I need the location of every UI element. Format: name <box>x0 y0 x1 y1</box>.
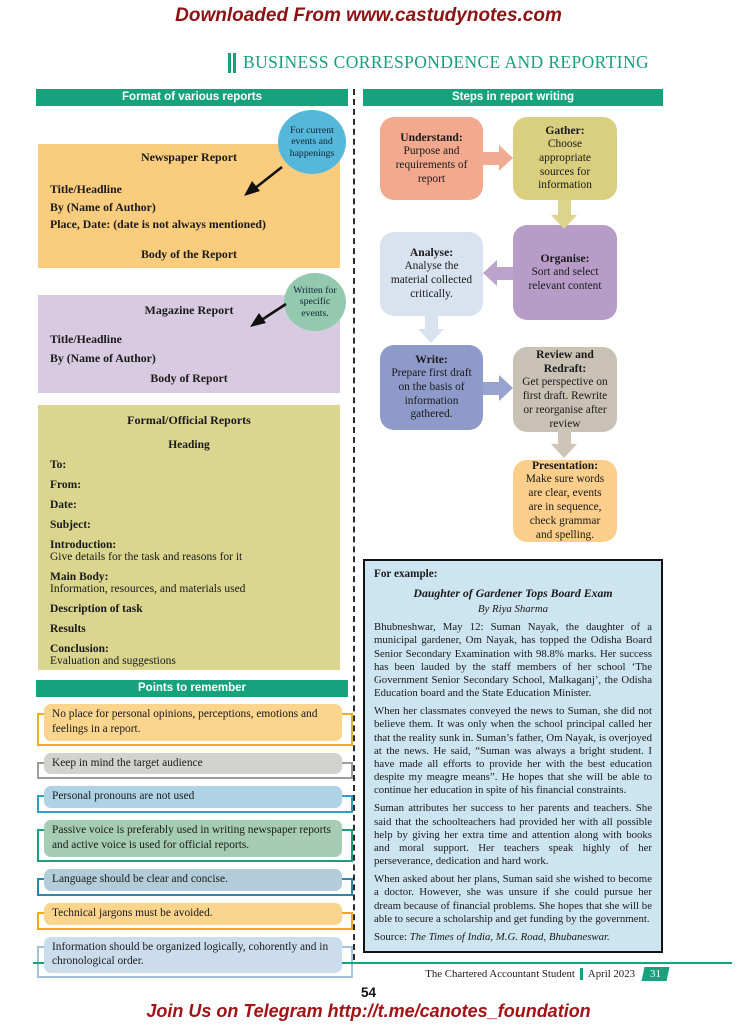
step-gather: Gather: Choose appropriate sources for i… <box>513 117 617 200</box>
point-item: Information should be organized logicall… <box>37 936 353 979</box>
newspaper-report-title: Newspaper Report <box>140 150 238 164</box>
footer-meta: The Chartered Accountant Student April 2… <box>363 967 670 981</box>
magazine-line-author: By (Name of Author) <box>50 351 156 366</box>
magazine-report-title: Magazine Report <box>144 303 234 317</box>
formal-field-subject: Subject: <box>50 519 91 531</box>
article-paragraph: Bhubneshwar, May 12: Suman Nayak, the da… <box>374 621 652 700</box>
article-byline: By Riya Sharma <box>477 603 549 616</box>
callout-arrow-icon <box>244 165 283 196</box>
arrow-right-icon <box>483 145 513 171</box>
magazine-report-section: Written for specific events. Magazine Re… <box>36 268 348 393</box>
formal-field-results: Results <box>50 623 86 635</box>
page-number: 54 <box>360 985 377 1000</box>
formal-field-date: Date: <box>50 499 77 511</box>
formal-field-introduction-desc: Give details for the task and reasons fo… <box>50 551 243 563</box>
article-headline: Daughter of Gardener Tops Board Exam <box>413 585 613 600</box>
newspaper-callout-bubble: For current events and happenings <box>278 110 346 174</box>
step-organise: Organise: Sort and select relevant conte… <box>513 225 617 320</box>
arrow-down-icon <box>551 200 577 229</box>
formal-field-to: To: <box>50 459 67 471</box>
example-label: For example: <box>374 568 438 580</box>
step-understand: Understand: Purpose and requirements of … <box>380 117 483 200</box>
newspaper-line-author: By (Name of Author) <box>50 199 156 214</box>
arrow-left-icon <box>483 260 513 286</box>
point-item: Technical jargons must be avoided. <box>37 902 353 930</box>
step-presentation: Presentation: Make sure words are clear,… <box>513 459 617 542</box>
journal-page-badge: 31 <box>641 967 670 981</box>
double-bar-icon <box>228 52 236 73</box>
step-write: Write: Prepare first draft on the basis … <box>380 345 483 430</box>
step-review-redraft: Review and Redraft: Get perspective on f… <box>513 347 617 432</box>
point-item: No place for personal opinions, percepti… <box>37 704 353 746</box>
callout-arrow-icon <box>250 302 287 327</box>
newspaper-line-place: Place, Date: (date is not always mention… <box>50 217 266 232</box>
step-analyse: Analyse: Analyse the material collected … <box>380 232 483 316</box>
chapter-title: BUSINESS CORRESPONDENCE AND REPORTING <box>243 52 650 72</box>
formal-field-from: From: <box>50 479 82 491</box>
column-divider <box>353 89 355 960</box>
article-paragraph: When her classmates conveyed the news to… <box>374 705 652 797</box>
newspaper-line-headline: Title/Headline <box>50 182 122 196</box>
arrow-down-icon <box>418 314 444 343</box>
formal-field-main-body-desc: Information, resources, and materials us… <box>50 583 246 595</box>
magazine-line-headline: Title/Headline <box>50 332 122 346</box>
formal-field-main-body: Main Body: Information, resources, and m… <box>50 571 328 595</box>
report-writing-flowchart: Understand: Purpose and requirements of … <box>363 106 663 553</box>
point-item: Passive voice is preferably used in writ… <box>37 820 353 862</box>
example-article-box: For example: Daughter of Gardener Tops B… <box>363 559 663 954</box>
points-to-remember-header: Points to remember <box>36 680 348 697</box>
magazine-callout-bubble: Written for specific events. <box>284 273 346 331</box>
journal-name: The Chartered Accountant Student <box>425 968 575 980</box>
formal-field-conclusion: Conclusion: Evaluation and suggestions <box>50 643 328 667</box>
newspaper-body-label: Body of the Report <box>140 247 237 262</box>
chapter-title-row: BUSINESS CORRESPONDENCE AND REPORTING <box>228 52 649 73</box>
magazine-body-label: Body of Report <box>150 370 228 385</box>
arrow-right-icon <box>483 375 513 401</box>
formal-report-title: Formal/Official Reports <box>127 413 251 427</box>
left-column-header: Format of various reports <box>36 89 348 106</box>
article-paragraph: Suman attributes her success to her pare… <box>374 802 652 868</box>
left-column: Format of various reports For current ev… <box>36 89 353 985</box>
formal-report-box: Formal/Official Reports Heading To: From… <box>38 405 340 670</box>
points-list: No place for personal opinions, percepti… <box>36 704 353 979</box>
formal-field-description: Description of task <box>50 603 143 615</box>
footer-rule <box>33 962 732 964</box>
newspaper-report-section: For current events and happenings Newspa… <box>36 106 348 268</box>
right-column-header: Steps in report writing <box>363 89 663 106</box>
issue-date: April 2023 <box>587 968 635 980</box>
arrow-down-icon <box>551 429 577 458</box>
point-item: Keep in mind the target audience <box>37 752 353 780</box>
article-paragraph: When asked about her plans, Suman said s… <box>374 873 652 925</box>
article-source: Source: The Times of India, M.G. Road, B… <box>374 931 610 943</box>
point-item: Personal pronouns are not used <box>37 786 353 814</box>
download-banner: Downloaded From www.castudynotes.com <box>175 5 562 26</box>
telegram-banner: Join Us on Telegram http://t.me/canotes_… <box>146 1001 591 1021</box>
formal-heading-label: Heading <box>168 439 210 451</box>
separator-bar-icon <box>579 968 583 980</box>
right-column: Steps in report writing Understand: Purp… <box>363 89 663 954</box>
point-item: Language should be clear and concise. <box>37 868 353 896</box>
formal-field-introduction: Introduction: Give details for the task … <box>50 539 328 563</box>
formal-field-conclusion-desc: Evaluation and suggestions <box>50 655 176 667</box>
